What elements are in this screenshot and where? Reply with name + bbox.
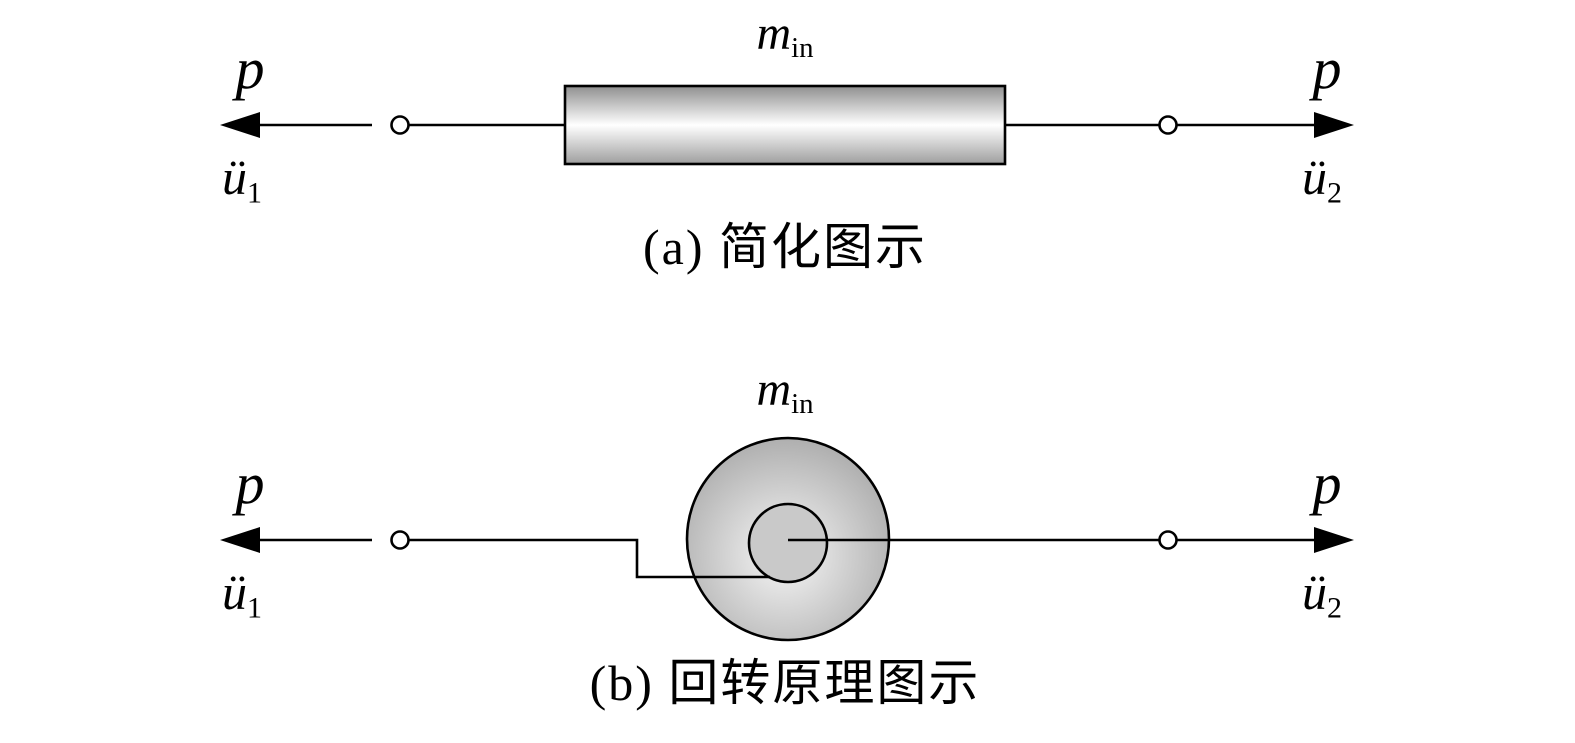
force-symbol: p [1312, 36, 1342, 101]
accel-symbol: ü [222, 564, 247, 620]
arrow-left-icon [220, 527, 260, 553]
accel-subscript: 1 [247, 591, 262, 625]
mass-symbol: m [756, 363, 792, 416]
accel-symbol: ü [222, 149, 247, 205]
mass-label-b: min [756, 366, 813, 419]
caption-a: (a) 简化图示 [643, 222, 927, 272]
flywheel-hub-circle [747, 502, 829, 584]
caption-text: (a) 简化图示 [643, 219, 927, 275]
accel-label-left-b: ü1 [222, 567, 262, 623]
accel-label-left-a: ü1 [222, 152, 262, 208]
accel-subscript: 2 [1327, 176, 1342, 210]
diagram-part-a [220, 84, 1354, 166]
caption-text: (b) 回转原理图示 [589, 655, 981, 711]
accel-label-right-b: ü2 [1302, 567, 1342, 623]
left-stepped-connector-line [409, 538, 770, 579]
mass-block [563, 84, 1007, 166]
caption-b: (b) 回转原理图示 [590, 658, 981, 708]
accel-symbol: ü [1302, 149, 1327, 205]
force-label-left-a: p [236, 40, 265, 98]
mass-subscript: in [791, 388, 814, 421]
force-label-right-b: p [1313, 455, 1342, 513]
mass-subscript: in [791, 32, 814, 65]
force-label-left-b: p [236, 455, 265, 513]
force-symbol: p [235, 36, 265, 101]
arrow-right-icon [1314, 112, 1354, 138]
arrow-right-icon [1314, 527, 1354, 553]
terminal-node-left [390, 115, 410, 135]
accel-subscript: 2 [1327, 591, 1342, 625]
accel-label-right-a: ü2 [1302, 152, 1342, 208]
mass-label-a: min [756, 10, 813, 63]
terminal-node-right [1158, 115, 1178, 135]
accel-symbol: ü [1302, 564, 1327, 620]
force-symbol: p [235, 451, 265, 516]
arrow-left-icon [220, 112, 260, 138]
terminal-node-right [1158, 530, 1178, 550]
mass-symbol: m [756, 7, 792, 60]
diagram-part-b [220, 436, 1354, 642]
force-symbol: p [1312, 451, 1342, 516]
force-label-right-a: p [1313, 40, 1342, 98]
accel-subscript: 1 [247, 176, 262, 210]
terminal-node-left [390, 530, 410, 550]
